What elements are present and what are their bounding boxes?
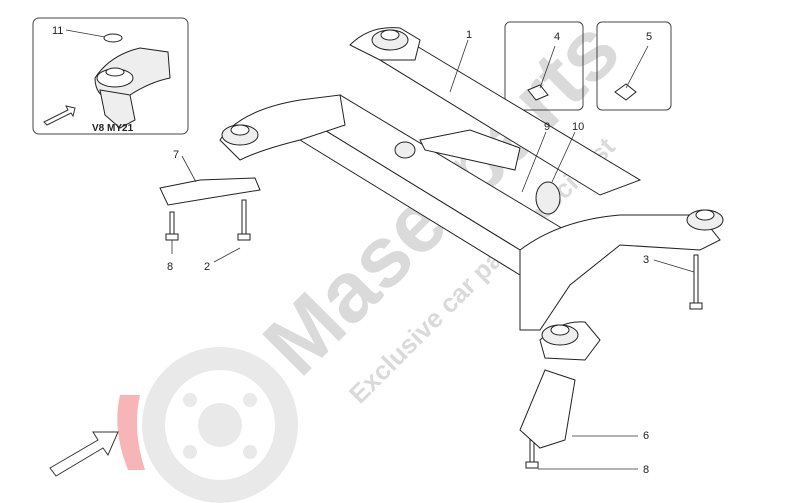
inset-clip-4: 4: [504, 21, 584, 111]
inset-engine: 11 V8 MY21: [32, 17, 189, 135]
inset-caption: V8 MY21: [92, 123, 134, 134]
arrow-icon: [49, 431, 119, 477]
callout-9: 9: [544, 121, 550, 133]
callout-1: 1: [466, 29, 472, 41]
callout-4: 4: [554, 31, 560, 43]
bolt-icon: [165, 211, 179, 241]
inset-clip-5: 5: [596, 21, 672, 111]
callout-8a: 8: [167, 261, 173, 273]
callout-7: 7: [173, 149, 179, 161]
callout-3: 3: [643, 254, 649, 266]
callouts: 1 2 3 6 7 8 8 9 10: [167, 29, 695, 476]
callout-8b: 8: [643, 464, 649, 476]
callout-5: 5: [646, 31, 652, 43]
callout-10: 10: [572, 121, 584, 133]
callout-11: 11: [52, 25, 63, 37]
arrow-icon: [43, 105, 76, 126]
subframe-drawing: [49, 27, 724, 477]
callout-2: 2: [204, 261, 210, 273]
watermark-disc-icon: [117, 347, 298, 503]
bolt-icon: [689, 254, 703, 310]
callout-6: 6: [643, 430, 649, 442]
bolt-icon: [237, 199, 251, 241]
